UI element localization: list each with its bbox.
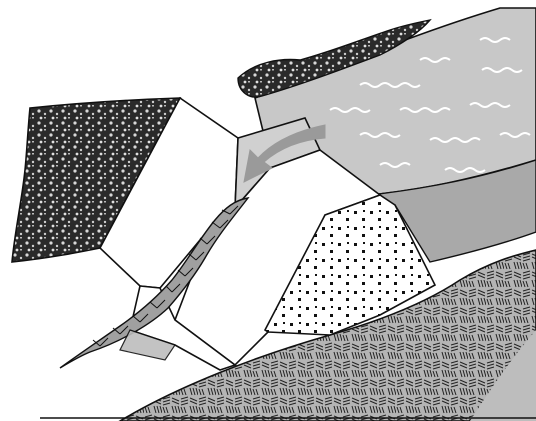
diagram-canvas	[0, 0, 536, 421]
diagram-svg	[0, 0, 536, 421]
